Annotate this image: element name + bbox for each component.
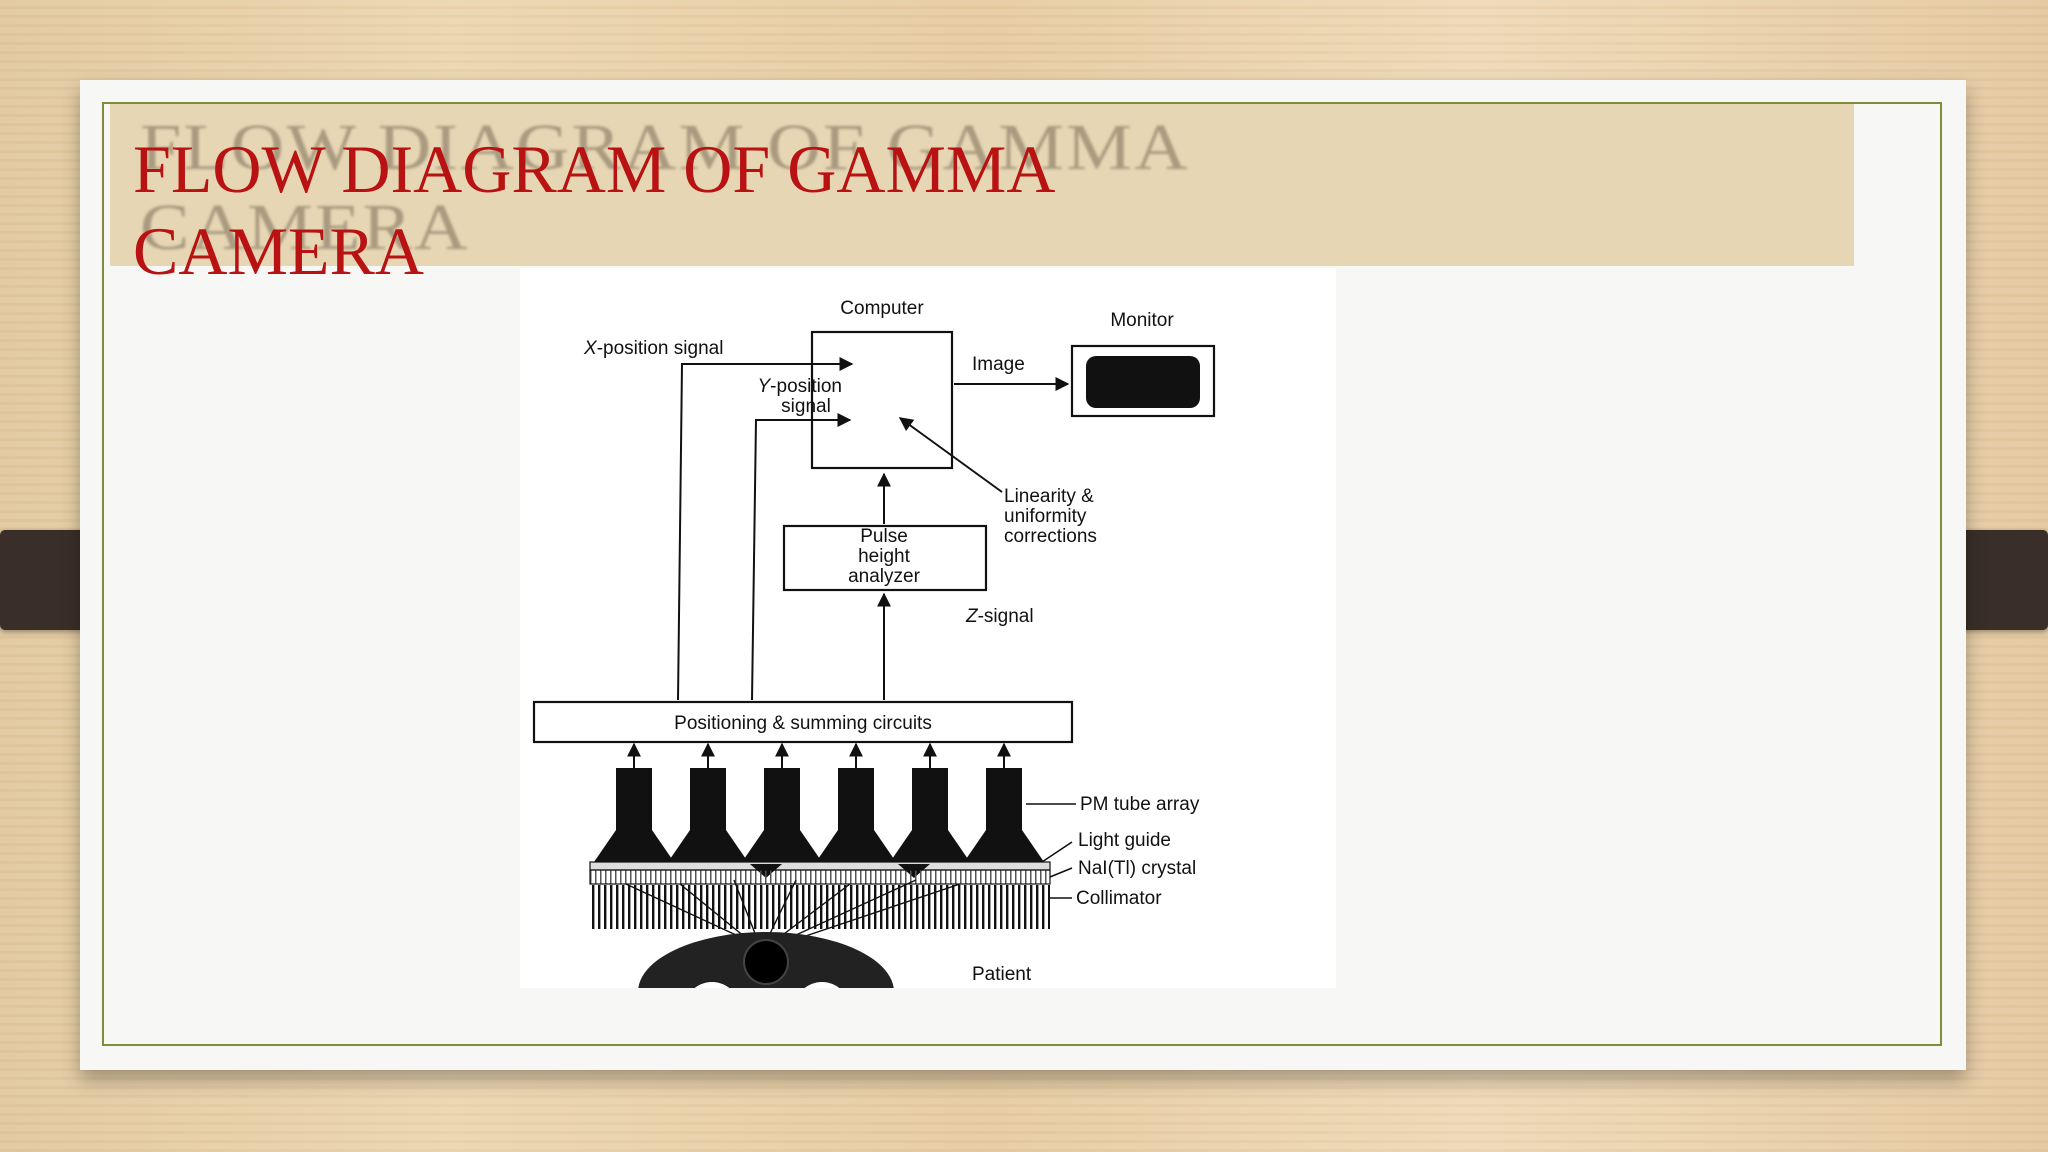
pm-tube-label: PM tube array: [1080, 794, 1200, 815]
collimator-label: Collimator: [1076, 888, 1162, 909]
linearity-label-line3: corrections: [1004, 526, 1097, 547]
slide-card: FLOW DIAGRAM OF GAMMA CAMERA FLOW DIAGRA…: [80, 80, 1966, 1070]
positioning-summing-box: Positioning & summing circuits: [532, 700, 1074, 744]
computer-box: Computer: [810, 298, 954, 470]
y-signal-label: Y-position: [757, 376, 842, 397]
z-signal-label: Z-signal: [965, 606, 1034, 627]
monitor: Monitor: [1070, 310, 1216, 418]
title-line2: CAMERA: [133, 213, 424, 289]
page-title: FLOW DIAGRAM OF GAMMA CAMERA: [133, 128, 1383, 292]
pha-label-line1: Pulse: [860, 526, 908, 547]
x-signal-label: X-position signal: [583, 338, 723, 359]
title-reflection-line1: FLOW DIAGRAM OF GAMMA: [140, 111, 1190, 184]
computer-label: Computer: [840, 298, 924, 319]
linearity-label-line2: uniformity: [1004, 506, 1087, 527]
nai-crystal: [589, 869, 1051, 885]
pulse-height-analyzer-box: Pulse height analyzer: [782, 524, 988, 592]
title-reflection-line2: CAMERA: [140, 191, 470, 264]
y-signal-label-line2: signal: [781, 396, 831, 417]
title-reflection: FLOW DIAGRAM OF GAMMA CAMERA: [140, 108, 1190, 266]
component-leader-lines: [1026, 803, 1076, 899]
x-signal-line: [677, 357, 854, 701]
patient-label: Patient: [972, 964, 1032, 985]
gamma-camera-diagram: Computer Monitor Image X-position signal…: [520, 268, 1336, 988]
image-label: Image: [972, 354, 1025, 375]
pha-label-line2: height: [858, 546, 910, 567]
monitor-label: Monitor: [1110, 310, 1174, 331]
title-line1: FLOW DIAGRAM OF GAMMA: [133, 131, 1056, 207]
slide-border: [102, 102, 1942, 1046]
light-guide-label: Light guide: [1078, 830, 1171, 851]
pha-label-line3: analyzer: [848, 566, 920, 587]
positioning-label: Positioning & summing circuits: [674, 713, 932, 734]
y-signal-line: [751, 413, 852, 701]
title-band: FLOW DIAGRAM OF GAMMA CAMERA: [110, 104, 1854, 266]
linearity-arrow: [898, 417, 1003, 493]
crystal-label: NaI(Tl) crystal: [1078, 858, 1196, 879]
patient-cross-section: [638, 932, 894, 988]
linearity-label-line1: Linearity &: [1004, 486, 1094, 507]
pm-tube-array: [594, 742, 1044, 862]
